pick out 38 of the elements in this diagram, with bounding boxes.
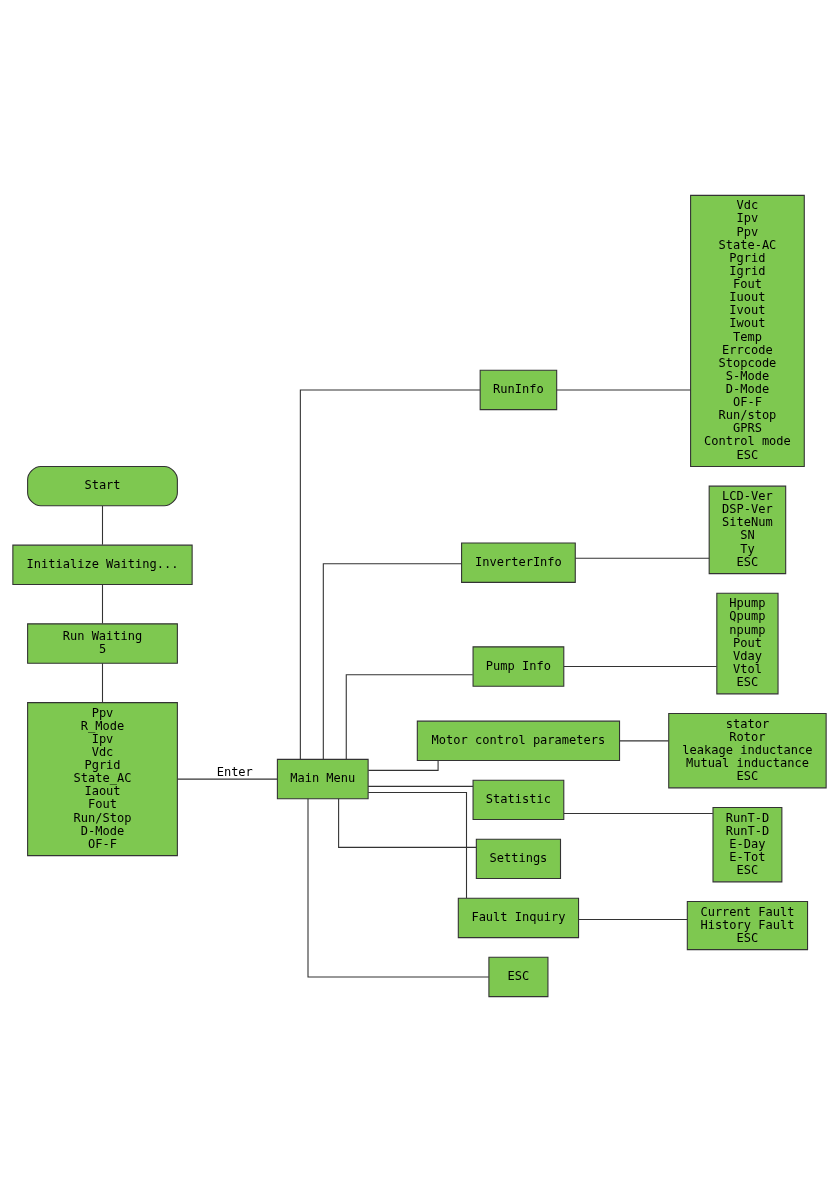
connector	[619, 739, 669, 741]
connector	[367, 785, 474, 787]
node-box: Fault Inquiry	[457, 897, 580, 938]
connector	[563, 812, 714, 814]
node-box: Main Menu	[276, 758, 369, 799]
connector	[101, 662, 104, 703]
node-box: Statistic	[472, 779, 565, 820]
connector	[101, 504, 104, 545]
connector	[299, 388, 481, 760]
edge-label: Enter	[216, 764, 253, 779]
node-box: ESC	[488, 956, 549, 997]
node-box: LCD-Ver DSP-Ver SiteNum SN Ty ESC	[708, 485, 787, 574]
connector	[574, 557, 710, 559]
connector	[345, 673, 474, 759]
connector	[101, 583, 104, 624]
node-box: Ppv R_Mode Ipv Vdc Pgrid State_AC Iaout Fout Run/Stop D-Mode OF-F	[27, 701, 178, 856]
node-box: Start	[27, 465, 178, 506]
node-box: InverterInfo	[461, 541, 576, 583]
connector	[338, 797, 477, 848]
node-box: Current Fault History Fault ESC	[686, 900, 809, 950]
connector	[177, 778, 278, 780]
node-box: RunT-D RunT-D E-Day E-Tot ESC	[712, 806, 783, 882]
node-box: Pump Info	[472, 645, 565, 687]
node-box: Hpump Qpump npump Pout Vday Vtol ESC	[716, 592, 779, 694]
node-box: RunInfo	[479, 369, 558, 410]
node-box: Settings	[475, 838, 562, 879]
node-box: Initialize Waiting...	[12, 544, 193, 585]
connector	[367, 759, 439, 771]
node-box: Run Waiting 5	[27, 622, 178, 664]
node-box: stator Rotor leakage inductance Mutual inductance ESC	[668, 712, 827, 788]
connector	[307, 797, 490, 977]
connector	[578, 918, 688, 920]
connector	[367, 791, 468, 899]
connector	[556, 388, 692, 390]
connector	[322, 562, 462, 760]
node-box: Motor control parameters	[416, 720, 621, 761]
node-box: Vdc Ipv Ppv State-AC Pgrid Igrid Fout Iuout Ivout Iwout Temp Errcode Stopcode S-Mode D-Mode OF-F Run/stop GPRS Control mode ESC	[690, 194, 805, 467]
connector	[563, 665, 718, 667]
